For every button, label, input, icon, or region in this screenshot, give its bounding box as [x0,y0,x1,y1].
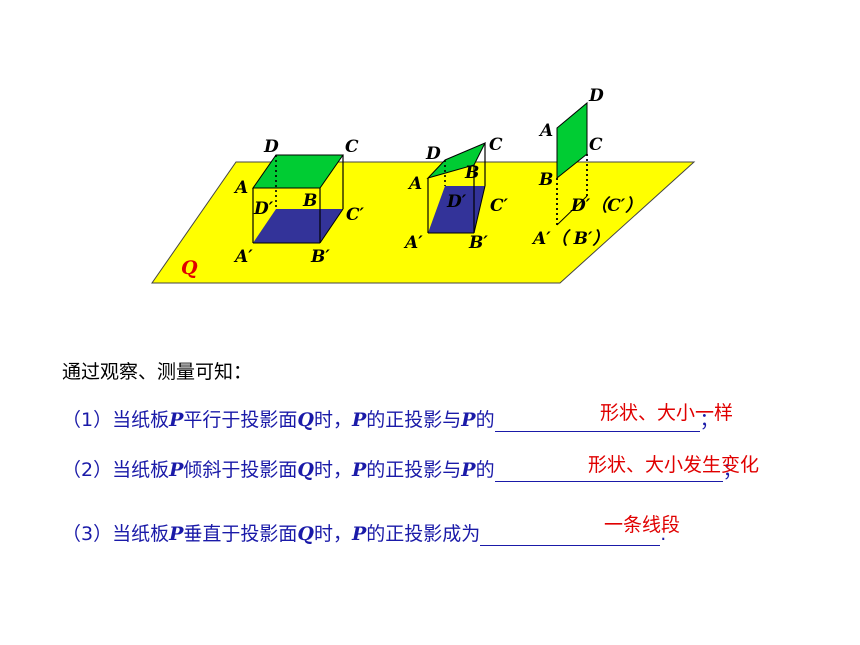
projection-diagram: D C A B D′ C′ A′ B′ D C A B D′ C′ A′ B′ … [151,86,696,284]
label-a: A [233,178,248,198]
s2-b: 倾斜于投影面 [183,459,298,481]
s2-e: 的 [475,459,495,481]
label-b-prime: B′ [310,247,330,267]
s1-d: 的正投影与 [366,409,462,431]
statement-2: （2）当纸板P倾斜于投影面Q时，P的正投影与P的； [62,455,742,482]
label-d-prime: D′ [253,199,274,219]
label-a-prime: A′ [233,247,253,267]
s1-b: 平行于投影面 [183,409,298,431]
label-d: D [263,137,279,157]
parallel-board-group [252,154,344,244]
s3-b: 垂直于投影面 [183,523,298,545]
label-d-prime: D′ [446,192,467,212]
s1-p3: P [461,409,476,431]
label-a: A [538,121,553,141]
s3-end: . [660,523,667,545]
s3-p: P [169,523,184,545]
perpendicular-board-group [556,101,588,226]
oblique-board-group [426,142,487,234]
label-a: A [407,174,422,194]
plane-label-q: Q [181,257,198,279]
s2-p: P [169,459,184,481]
label-c: C [345,137,359,157]
label-b: B [302,191,317,211]
label-c: C [489,135,503,155]
answer-1: 形状、大小一样 [600,402,734,424]
s3-q: Q [297,523,314,545]
label-b: B [464,163,479,183]
intro-text: 通过观察、测量可知： [62,361,253,383]
answer-blank-2 [494,459,723,482]
s3-p2: P [351,523,367,545]
s2-c: 时， [313,459,352,481]
answer-2: 形状、大小发生变化 [588,454,760,476]
s1-p: P [169,409,184,431]
s3-d: 的正投影成为 [366,523,481,545]
label-dc-prime: D′（C′） [570,196,642,216]
answer-blank-3 [480,523,661,546]
s3-a: （3）当纸板 [62,523,170,545]
projection-plane-q [151,161,696,284]
s1-c: 时， [313,409,352,431]
label-d: D [588,86,604,106]
s2-d: 的正投影与 [366,459,462,481]
answer-blank-1 [494,409,700,432]
label-b-prime: B′ [468,233,488,253]
s2-a: （2）当纸板 [62,459,170,481]
oblique-projection [428,186,485,233]
s1-a: （1）当纸板 [62,409,170,431]
s1-e: 的 [475,409,495,431]
s2-p2: P [351,459,367,481]
statement-1: （1）当纸板P平行于投影面Q时，P的正投影与P的； [62,405,719,432]
s2-p3: P [461,459,476,481]
statement-3: （3）当纸板P垂直于投影面Q时，P的正投影成为. [62,519,666,546]
label-a-prime: A′ [403,233,423,253]
s1-end: ； [699,409,719,431]
label-d: D [425,144,441,164]
s1-q: Q [297,409,314,431]
label-c: C [589,135,603,155]
label-c-prime: C′ [346,205,365,225]
answer-3: 一条线段 [604,514,681,536]
label-b: B [538,170,553,190]
s2-q: Q [297,459,314,481]
label-ab-prime: A′（ B′） [531,229,609,249]
s1-p2: P [351,409,367,431]
s3-c: 时， [313,523,352,545]
label-c-prime: C′ [490,196,509,216]
s2-end: ； [722,459,742,481]
